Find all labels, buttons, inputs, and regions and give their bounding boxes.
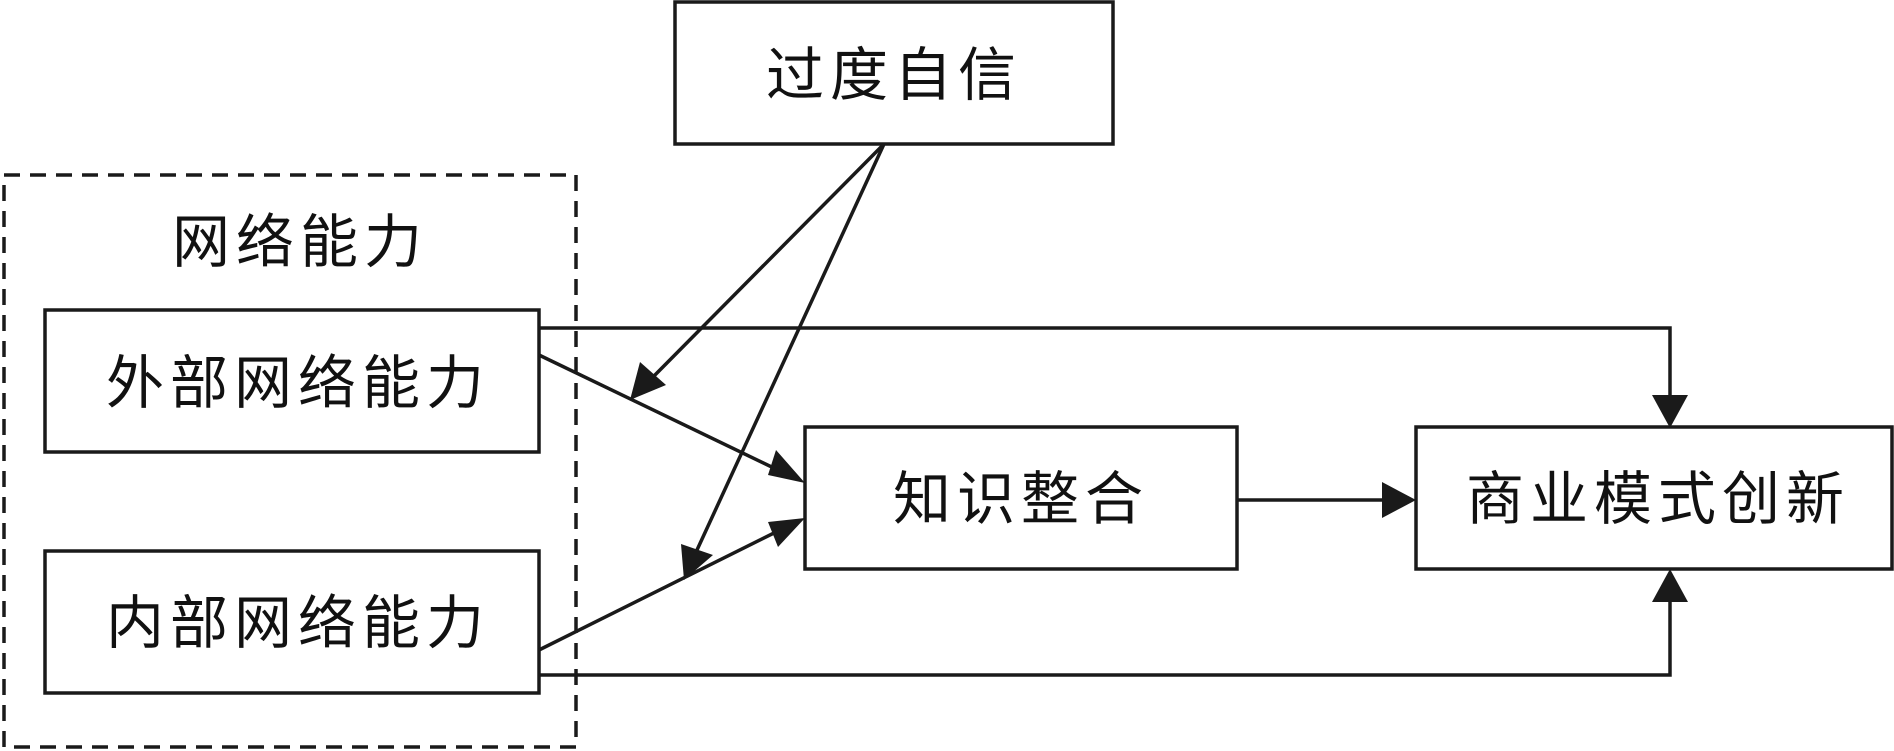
external-network-node <box>43 308 541 454</box>
edge-internal-to-knowledge <box>538 528 781 652</box>
knowledge-integration-node <box>803 425 1239 571</box>
edge-overconfidence-moderates-internal <box>695 143 886 551</box>
network-capability-group <box>2 173 578 749</box>
arrowhead-internal-to-bmi <box>1652 569 1688 602</box>
arrowhead-overconfidence-moderates-external <box>630 362 666 400</box>
edge-internal-to-bmi <box>539 597 1672 677</box>
arrowhead-external-to-knowledge <box>768 450 805 483</box>
internal-network-node <box>43 549 541 695</box>
arrowhead-internal-to-knowledge <box>768 518 805 547</box>
knowledge-integration-label: 知识整合 <box>893 465 1149 533</box>
edge-external-to-knowledge <box>538 353 781 473</box>
business-model-innovation-node <box>1414 425 1894 571</box>
business-model-innovation-label: 商业模式创新 <box>1466 465 1850 533</box>
edge-overconfidence-moderates-external <box>650 142 886 380</box>
overconfidence-label: 过度自信 <box>766 41 1022 109</box>
edge-external-to-bmi <box>539 326 1672 400</box>
overconfidence-node <box>673 0 1115 146</box>
network-capability-group-label: 网络能力 <box>172 208 428 276</box>
arrowhead-knowledge-to-bmi <box>1382 482 1416 518</box>
arrowhead-external-to-bmi <box>1652 395 1688 428</box>
internal-network-label: 内部网络能力 <box>106 589 490 657</box>
arrowhead-overconfidence-moderates-internal <box>681 544 713 580</box>
external-network-label: 外部网络能力 <box>106 349 490 417</box>
